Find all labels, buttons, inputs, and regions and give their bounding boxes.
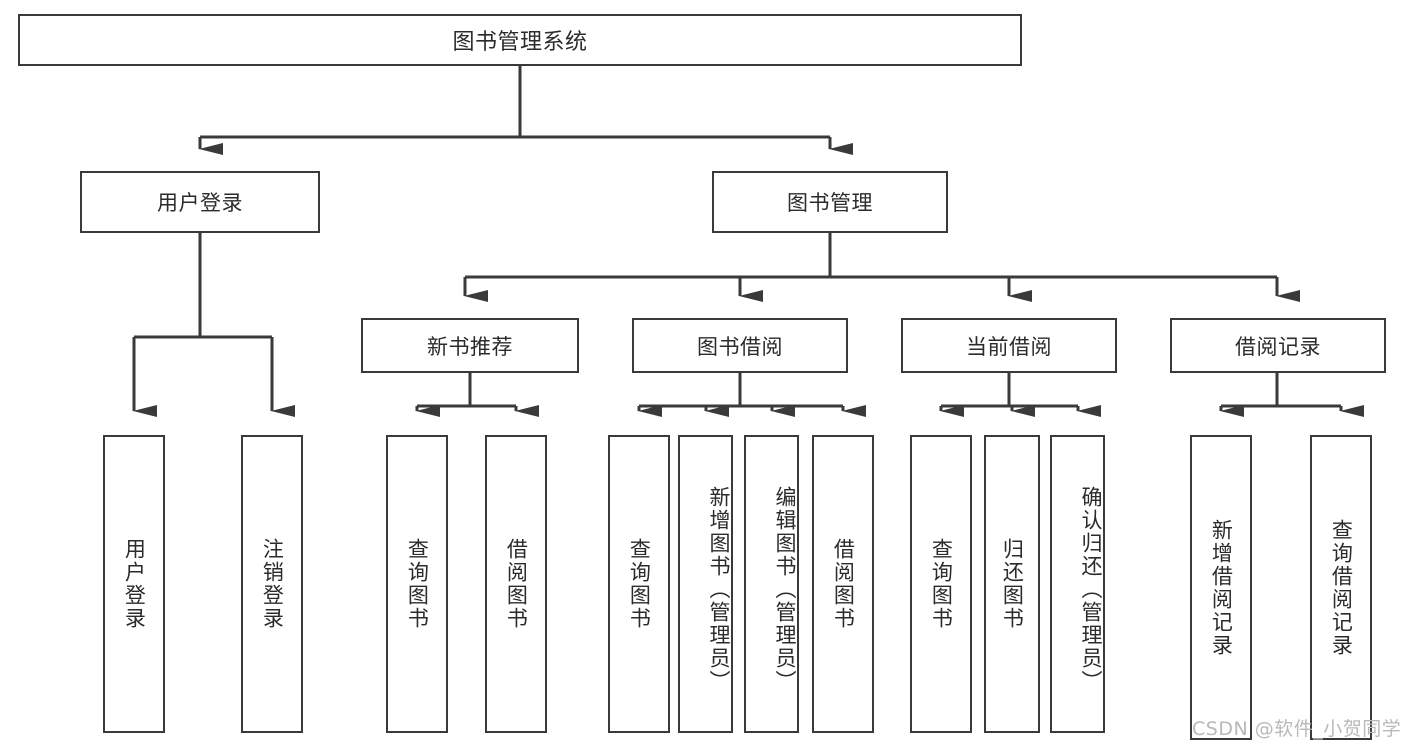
node-new-book-recommend[interactable]: 新书推荐 xyxy=(361,318,579,373)
node-book-manage[interactable]: 图书管理 xyxy=(712,171,948,233)
leaf-return-book[interactable]: 归还图书 xyxy=(984,435,1040,733)
leaf-user-login[interactable]: 用户登录 xyxy=(103,435,165,733)
leaf-query-book-2[interactable]: 查询图书 xyxy=(608,435,670,733)
leaf-borrow-book-2[interactable]: 借阅图书 xyxy=(812,435,874,733)
leaf-query-book-1[interactable]: 查询图书 xyxy=(386,435,448,733)
leaf-query-record[interactable]: 查询借阅记录 xyxy=(1310,435,1372,740)
leaf-user-logout[interactable]: 注销登录 xyxy=(241,435,303,733)
node-borrow-record[interactable]: 借阅记录 xyxy=(1170,318,1386,373)
leaf-confirm-return[interactable]: 确认归还（管理员） xyxy=(1050,435,1105,733)
node-current-borrow[interactable]: 当前借阅 xyxy=(901,318,1117,373)
leaf-edit-book[interactable]: 编辑图书（管理员） xyxy=(744,435,799,733)
node-user-login[interactable]: 用户登录 xyxy=(80,171,320,233)
csdn-watermark: CSDN @软件_小贺同学 xyxy=(1192,718,1402,740)
leaf-borrow-book-1[interactable]: 借阅图书 xyxy=(485,435,547,733)
node-book-borrow[interactable]: 图书借阅 xyxy=(632,318,848,373)
leaf-add-book[interactable]: 新增图书（管理员） xyxy=(678,435,733,733)
node-root[interactable]: 图书管理系统 xyxy=(18,14,1022,66)
leaf-add-record[interactable]: 新增借阅记录 xyxy=(1190,435,1252,740)
leaf-query-book-3[interactable]: 查询图书 xyxy=(910,435,972,733)
